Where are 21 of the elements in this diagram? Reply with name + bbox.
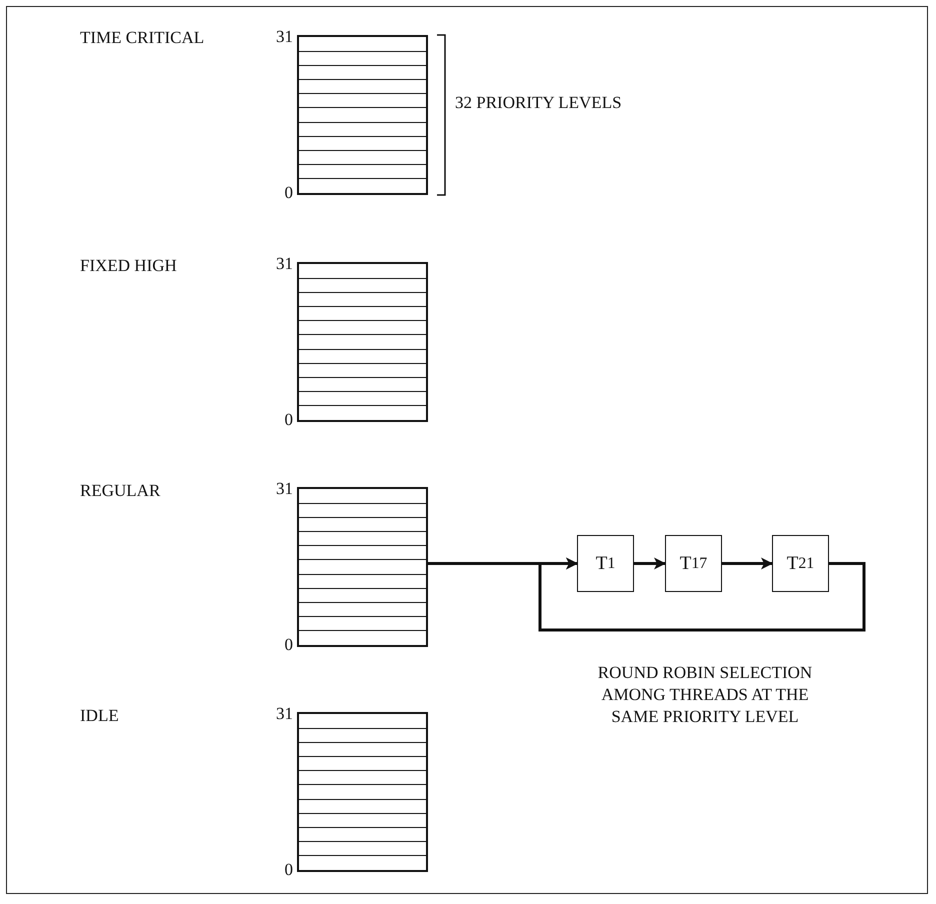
arrow: [722, 558, 773, 570]
arrow: [634, 558, 666, 570]
class-label: REGULAR: [80, 480, 162, 502]
priority-table: [297, 487, 428, 647]
priority-number: 31: [276, 27, 293, 47]
priority-number: 0: [284, 183, 293, 203]
caption-note: ROUND ROBIN SELECTION AMONG THREADS AT THE SAME PRIORITY LEVEL: [596, 662, 814, 728]
priority-number: 31: [276, 254, 293, 274]
priority-number: 31: [276, 704, 293, 724]
priority-number: 0: [284, 635, 293, 655]
class-label: FIXED HIGH: [80, 255, 178, 277]
priority-table: [297, 262, 428, 422]
arrow: [538, 558, 866, 632]
class-label: IDLE: [80, 705, 120, 727]
priority-number: 0: [284, 860, 293, 880]
priority-table: [297, 712, 428, 872]
class-label: TIME CRITICAL: [80, 27, 206, 49]
bracket-label: 32 PRIORITY LEVELS: [455, 92, 623, 114]
priority-number: 31: [276, 479, 293, 499]
priority-table: [297, 35, 428, 195]
priority-number: 0: [284, 410, 293, 430]
